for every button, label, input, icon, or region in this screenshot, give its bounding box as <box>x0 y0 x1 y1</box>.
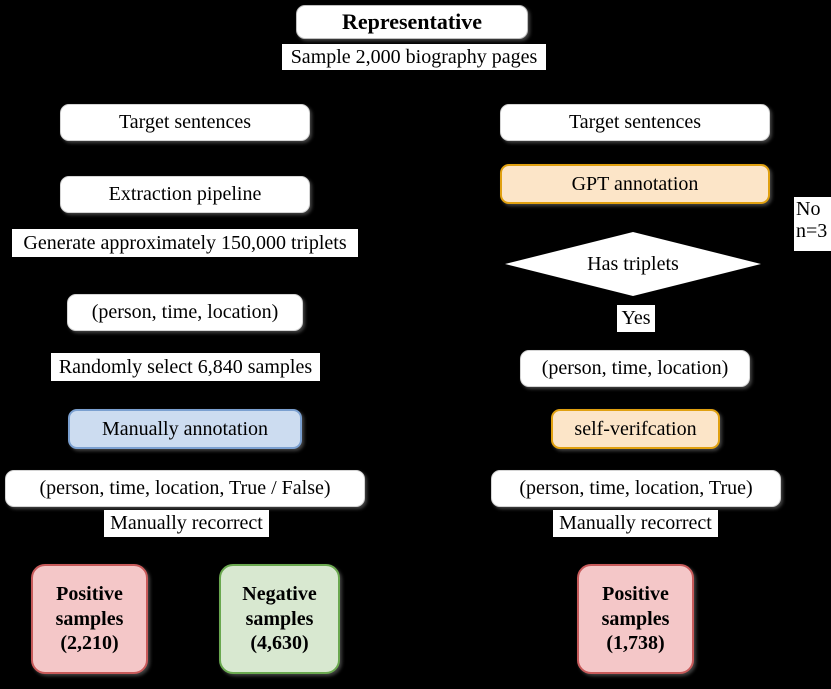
edge-label-no-retry: No n=3 <box>794 197 831 251</box>
node-representative[interactable]: Representative <box>296 5 528 39</box>
node-left-positive-samples-line2: samples <box>55 607 124 630</box>
node-left-triplet-labeled-label: (person, time, location, True / False) <box>39 477 331 499</box>
node-self-verification-label: self-verifcation <box>574 417 697 440</box>
edge-label-left-manually-recorrect-text: Manually recorrect <box>110 512 263 535</box>
edge-label-yes: Yes <box>617 305 655 332</box>
edge-label-yes-text: Yes <box>621 307 651 330</box>
node-negative-samples-line2: samples <box>245 607 314 630</box>
node-representative-label: Representative <box>341 9 483 35</box>
edge-label-sample-pages: Sample 2,000 biography pages <box>282 44 546 70</box>
node-right-positive-samples-line1: Positive <box>602 583 669 606</box>
edge-label-right-manually-recorrect-text: Manually recorrect <box>559 512 712 535</box>
node-has-triplets-decision-label: Has triplets <box>587 252 679 275</box>
node-self-verification[interactable]: self-verifcation <box>551 409 720 449</box>
node-left-triplet[interactable]: (person, time, location) <box>67 294 303 331</box>
node-manual-annotation-label: Manually annotation <box>101 417 269 440</box>
node-right-triplet-label: (person, time, location) <box>541 357 729 379</box>
node-negative-samples-line1: Negative <box>242 583 317 606</box>
node-extraction-pipeline[interactable]: Extraction pipeline <box>60 176 310 213</box>
node-right-positive-samples-line3: (1,738) <box>606 632 665 655</box>
node-gpt-annotation[interactable]: GPT annotation <box>500 164 770 204</box>
edge-label-n3-text: n=3 <box>796 220 828 243</box>
node-left-target-sentences-label: Target sentences <box>118 111 252 133</box>
edge-label-sample-pages-text: Sample 2,000 biography pages <box>290 45 538 68</box>
node-has-triplets-decision[interactable]: Has triplets <box>505 232 761 296</box>
node-gpt-annotation-label: GPT annotation <box>571 172 699 195</box>
edge-label-random-select-text: Randomly select 6,840 samples <box>58 355 313 378</box>
node-negative-samples[interactable]: Negative samples (4,630) <box>219 564 340 674</box>
node-right-positive-samples[interactable]: Positive samples (1,738) <box>577 564 694 674</box>
edge-label-left-manually-recorrect: Manually recorrect <box>104 510 269 537</box>
node-right-target-sentences-label: Target sentences <box>568 111 702 133</box>
edge-label-generate-triplets: Generate approximately 150,000 triplets <box>12 229 358 257</box>
node-left-triplet-labeled[interactable]: (person, time, location, True / False) <box>5 470 365 507</box>
node-negative-samples-line3: (4,630) <box>250 632 309 655</box>
node-left-triplet-label: (person, time, location) <box>91 301 279 323</box>
node-right-triplet-true[interactable]: (person, time, location, True) <box>491 470 781 507</box>
node-left-positive-samples[interactable]: Positive samples (2,210) <box>31 564 148 674</box>
node-right-positive-samples-line2: samples <box>601 607 670 630</box>
edge-label-generate-triplets-text: Generate approximately 150,000 triplets <box>23 231 347 254</box>
node-right-triplet[interactable]: (person, time, location) <box>520 350 750 387</box>
node-right-target-sentences[interactable]: Target sentences <box>500 104 770 141</box>
node-manual-annotation[interactable]: Manually annotation <box>68 409 302 449</box>
edge-label-right-manually-recorrect: Manually recorrect <box>553 510 718 537</box>
node-left-positive-samples-line3: (2,210) <box>60 632 119 655</box>
node-left-target-sentences[interactable]: Target sentences <box>60 104 310 141</box>
edge-label-no-text: No <box>796 198 821 220</box>
node-left-positive-samples-line1: Positive <box>56 583 123 606</box>
node-right-triplet-true-label: (person, time, location, True) <box>519 477 753 499</box>
node-extraction-pipeline-label: Extraction pipeline <box>108 183 262 205</box>
edge-label-random-select: Randomly select 6,840 samples <box>51 353 320 381</box>
